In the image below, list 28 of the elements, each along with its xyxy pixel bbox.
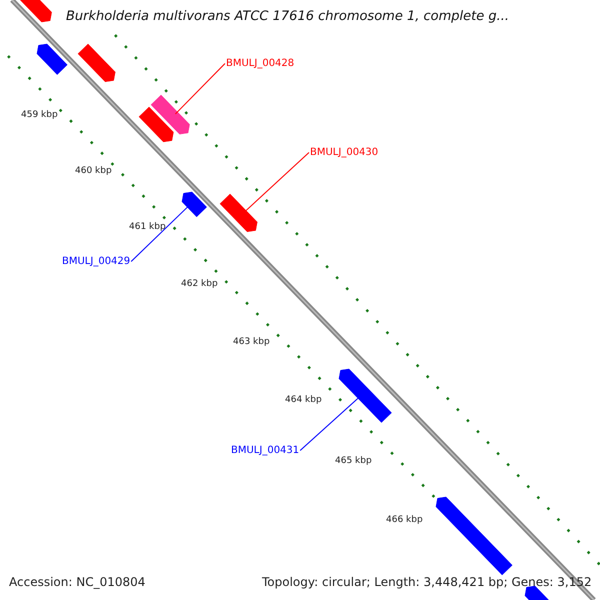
leader-line [130, 204, 190, 262]
tick-label: 463 kbp [233, 337, 270, 348]
title: Burkholderia multivorans ATCC 17616 chromosome 1, complete g... [66, 9, 509, 25]
gene-feature [139, 106, 174, 142]
accession-text: Accession: NC_010804 [9, 575, 146, 589]
tick-label: 465 kbp [335, 456, 372, 467]
gene-label: BMULJ_00431 [231, 445, 300, 456]
tick-label: 466 kbp [386, 515, 423, 526]
gene-feature [150, 94, 190, 134]
gene-feature [182, 192, 208, 218]
summary-text: Topology: circular; Length: 3,448,421 bp; Genes: 3,152 [262, 575, 592, 589]
gene-label: BMULJ_00430 [310, 147, 378, 158]
gene-feature [436, 496, 512, 575]
gene-label: BMULJ_00428 [226, 58, 294, 69]
gene-feature [36, 44, 67, 74]
gene-feature [20, 0, 52, 22]
tick-label: 462 kbp [181, 279, 218, 290]
leader-line [174, 63, 226, 114]
gene-feature [78, 44, 115, 82]
gene-feature [339, 369, 392, 423]
leader-line [242, 152, 310, 214]
tick-label: 461 kbp [129, 222, 166, 233]
tick-label: 464 kbp [285, 395, 322, 406]
gene-label: BMULJ_00429 [62, 256, 130, 267]
tick-label: 459 kbp [21, 110, 58, 121]
gene-feature [220, 194, 257, 232]
tick-label: 460 kbp [75, 166, 112, 177]
leader-line [300, 395, 362, 451]
